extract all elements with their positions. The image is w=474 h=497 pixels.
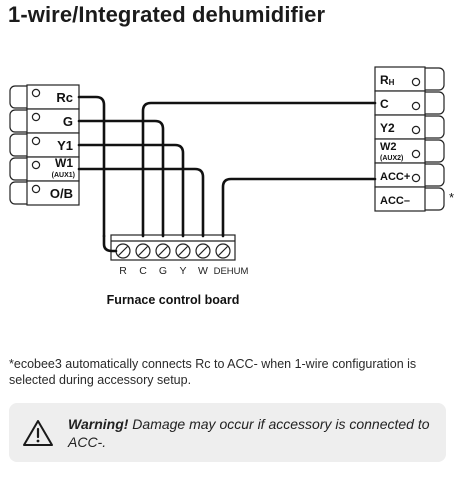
wire-acc-plus bbox=[221, 177, 377, 238]
furnace-terminal-strip bbox=[110, 234, 236, 261]
wiring-diagram: Rc G Y1 W1 (AUX1) O/B RH C Y2 W2 (AUX2) … bbox=[9, 66, 454, 307]
page-title: 1-wire/Integrated dehumidifier bbox=[8, 2, 326, 27]
thermostat-label-g: G bbox=[63, 114, 73, 129]
accessory-label-acc-minus: ACC– bbox=[380, 195, 410, 207]
accessory-asterisk: * bbox=[449, 190, 454, 205]
furnace-label-r: R bbox=[119, 265, 127, 277]
accessory-label-acc-plus: ACC+ bbox=[380, 171, 410, 183]
furnace-label-c: C bbox=[139, 265, 147, 277]
thermostat-label-ob: O/B bbox=[50, 186, 73, 201]
accessory-label-w2: W2 bbox=[380, 141, 397, 153]
warning-message: Damage may occur if accessory is connect… bbox=[68, 416, 430, 450]
wire-rc-to-r bbox=[102, 234, 118, 253]
furnace-label-w: W bbox=[198, 265, 208, 277]
wire-c bbox=[141, 101, 377, 238]
warning-triangle-icon bbox=[23, 420, 53, 446]
wire-rc bbox=[77, 95, 106, 238]
thermostat-label-y1: Y1 bbox=[57, 138, 73, 153]
furnace-label-y: Y bbox=[179, 265, 186, 277]
footnote: *ecobee3 automatically connects Rc to AC… bbox=[9, 357, 417, 387]
furnace-label-dehum: DEHUM bbox=[214, 266, 249, 277]
warning-box: Warning! Damage may occur if accessory i… bbox=[9, 403, 446, 462]
accessory-label-y2: Y2 bbox=[380, 121, 395, 135]
furnace-screw-dehum bbox=[215, 243, 231, 259]
furnace-screw-y bbox=[175, 243, 191, 259]
furnace-board-label: Furnace control board bbox=[107, 293, 240, 307]
accessory-label-rh: RH bbox=[380, 73, 395, 87]
wire-y1 bbox=[77, 143, 185, 238]
warning-text: Warning! Damage may occur if accessory i… bbox=[68, 415, 440, 451]
furnace-label-g: G bbox=[159, 265, 167, 277]
thermostat-label-w1: W1 bbox=[55, 156, 73, 170]
furnace-screw-r bbox=[115, 243, 131, 259]
wire-w1 bbox=[77, 167, 205, 238]
wire-g bbox=[77, 119, 165, 238]
accessory-label-aux2: (AUX2) bbox=[380, 155, 403, 162]
thermostat-label-rc: Rc bbox=[56, 90, 73, 105]
warning-bold: Warning! bbox=[68, 416, 129, 432]
furnace-screw-g bbox=[155, 243, 171, 259]
accessory-label-c: C bbox=[380, 97, 389, 111]
thermostat-label-aux1: (AUX1) bbox=[52, 172, 75, 179]
furnace-screw-c bbox=[135, 243, 151, 259]
furnace-screw-w bbox=[195, 243, 211, 259]
